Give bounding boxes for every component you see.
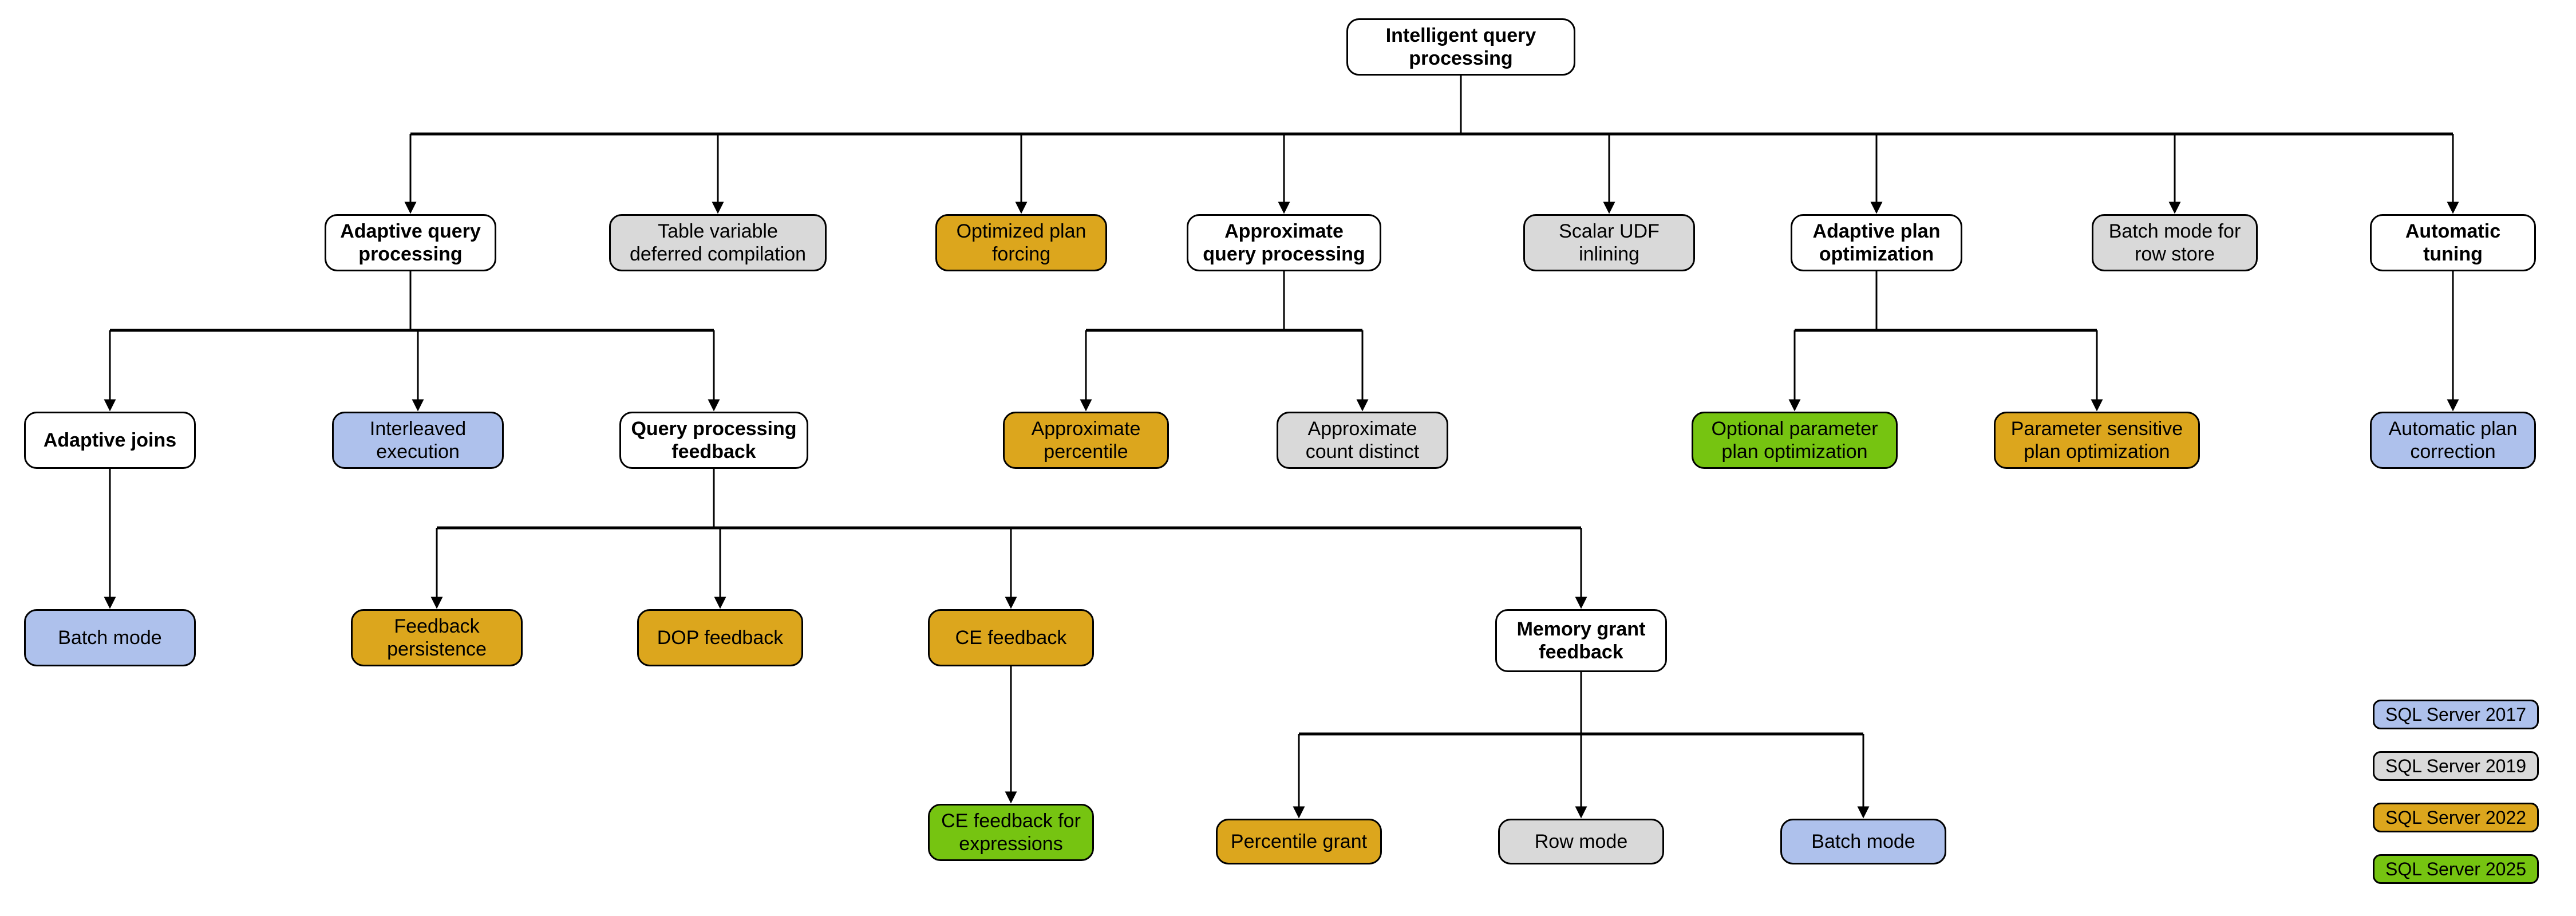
node-cef[interactable]: CE feedback (928, 609, 1094, 666)
legend-item-3: SQL Server 2025 (2373, 854, 2539, 884)
node-opf[interactable]: Optimized plan forcing (935, 214, 1107, 271)
node-oppo[interactable]: Optional parameter plan optimization (1692, 412, 1898, 469)
node-root[interactable]: Intelligent query processing (1346, 18, 1575, 76)
node-apo[interactable]: Adaptive plan optimization (1791, 214, 1962, 271)
node-acd[interactable]: Approximate count distinct (1277, 412, 1448, 469)
node-apc[interactable]: Automatic plan correction (2370, 412, 2536, 469)
node-dopf[interactable]: DOP feedback (637, 609, 803, 666)
legend-item-1: SQL Server 2019 (2373, 751, 2539, 781)
legend-item-0: SQL Server 2017 (2373, 700, 2539, 729)
node-aj[interactable]: Adaptive joins (24, 412, 196, 469)
node-at[interactable]: Automatic tuning (2370, 214, 2536, 271)
node-tvdc[interactable]: Table variable deferred compilation (609, 214, 827, 271)
node-ie[interactable]: Interleaved execution (332, 412, 504, 469)
node-cefe[interactable]: CE feedback for expressions (928, 804, 1094, 861)
node-mgf[interactable]: Memory grant feedback (1495, 609, 1667, 672)
node-bm2[interactable]: Batch mode (1780, 819, 1946, 864)
node-sudf[interactable]: Scalar UDF inlining (1523, 214, 1695, 271)
legend-item-2: SQL Server 2022 (2373, 803, 2539, 832)
node-bmrs[interactable]: Batch mode for row store (2092, 214, 2258, 271)
node-pg[interactable]: Percentile grant (1216, 819, 1382, 864)
node-pspo[interactable]: Parameter sensitive plan optimization (1994, 412, 2200, 469)
node-aqp[interactable]: Adaptive query processing (325, 214, 496, 271)
node-ap[interactable]: Approximate percentile (1003, 412, 1169, 469)
node-qpf[interactable]: Query processing feedback (619, 412, 808, 469)
node-apqp[interactable]: Approximate query processing (1187, 214, 1381, 271)
node-bm1[interactable]: Batch mode (24, 609, 196, 666)
node-rm[interactable]: Row mode (1498, 819, 1664, 864)
node-fp[interactable]: Feedback persistence (351, 609, 523, 666)
